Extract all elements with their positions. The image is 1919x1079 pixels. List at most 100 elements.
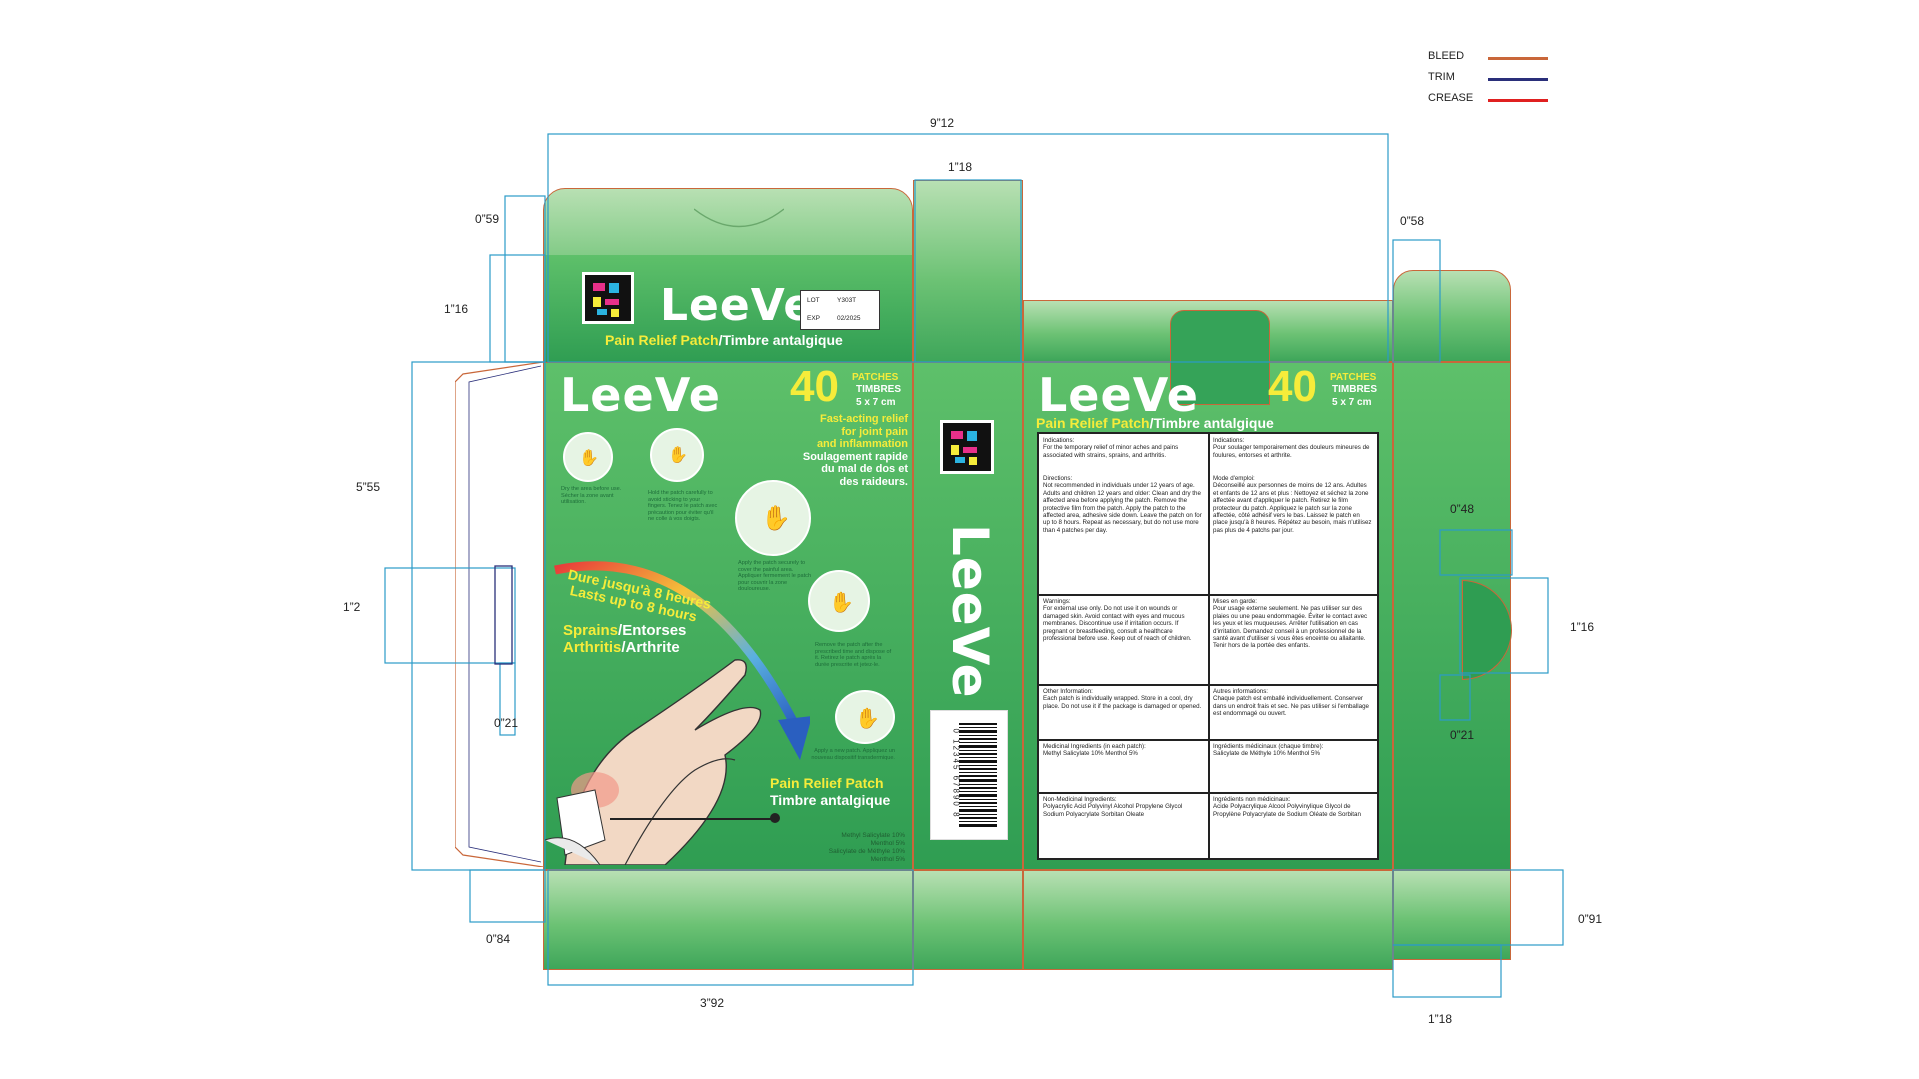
fr-block-directions: Mode d'emploi: Déconseillé aux personnes…	[1209, 472, 1377, 594]
en-directions-body: Not recommended in individuals under 12 …	[1043, 482, 1202, 534]
dim-glue-height: 1”2	[343, 600, 361, 614]
product-en-top: Pain Relief Patch	[605, 332, 719, 348]
back-size: 5 x 7 cm	[1332, 397, 1372, 408]
brand-logo-spine: LeeVe	[941, 524, 999, 699]
claim-fr-2: du mal de dos et	[821, 463, 908, 475]
en-block-warnings: Warnings: For external use only. Do not …	[1039, 595, 1208, 684]
bottom-product: Pain Relief Patch Timbre antalgique	[770, 775, 890, 809]
hand-icon-2: ✋	[668, 447, 688, 464]
uses: Sprains/Entorses Arthritis/Arthrite	[563, 622, 687, 656]
claim-en-1: Fast-acting relief	[819, 413, 908, 425]
dim-right-tab: 1”16	[1570, 620, 1595, 634]
legend-trim-swatch	[1488, 78, 1548, 81]
dim-bottom-right-flap: 0”91	[1578, 912, 1603, 926]
front-ingredients: Methyl Salicylate 10% Menthol 5% Salicyl…	[800, 832, 905, 864]
step-5-text: Apply a new patch. Appliquez un nouveau …	[811, 748, 895, 761]
fr-block-warnings: Mises en garde: Pour usage externe seule…	[1209, 595, 1377, 684]
right-bottom-flap	[1393, 870, 1511, 960]
spine-bottom-flap	[913, 870, 1023, 970]
brand-logo-top: LeeVe	[660, 280, 815, 331]
barcode: 0 12345 67890 8	[930, 710, 1008, 840]
bottom-product-en: Pain Relief Patch	[770, 775, 884, 791]
step-2-text: Hold the patch carefully to avoid sticki…	[648, 490, 718, 523]
front-ing-3: Salicylate de Méthyle 10%	[828, 848, 905, 855]
hands-illustration	[545, 659, 762, 865]
separator-top: /	[718, 332, 723, 348]
qr-code-top	[582, 272, 634, 324]
right-top-flap	[1393, 270, 1511, 362]
en-block-other: Other Information: Each patch is individ…	[1039, 685, 1208, 739]
use1-fr: Entorses	[622, 622, 687, 639]
back-bottom-flap	[1023, 870, 1393, 970]
product-name-top: Pain Relief Patch/Timbre antalgique	[605, 332, 843, 348]
table-divider-2	[1039, 684, 1377, 686]
pointer-dot	[770, 813, 780, 823]
dim-front-height: 5”55	[356, 480, 381, 494]
fr-block-indications: Indications: Pour soulager temporairemen…	[1209, 434, 1377, 472]
exp-label: EXP	[807, 315, 821, 322]
table-divider-vertical	[1208, 434, 1210, 858]
patch-count: 40	[790, 362, 839, 411]
en-warnings-body: For external use only. Do not use it on …	[1043, 605, 1192, 643]
exp-value: 02/2025	[837, 315, 861, 322]
fr-block-other: Autres informations: Chaque patch est em…	[1209, 685, 1377, 739]
legend-trim-label: TRIM	[1428, 71, 1455, 83]
front-ing-4: Menthol 5%	[870, 856, 905, 863]
legend-bleed-label: BLEED	[1428, 50, 1465, 62]
dim-bottom-right-width: 1”18	[1428, 1012, 1453, 1026]
step-4-text: Remove the patch after the prescribed ti…	[815, 642, 892, 668]
dim-glue-offset: 0”21	[494, 716, 519, 730]
step-1-illustration: ✋	[563, 432, 613, 482]
info-table: Indications: For the temporary relief of…	[1037, 432, 1379, 860]
brand-logo-back: LeeVe	[1038, 368, 1199, 422]
thumb-notch	[694, 208, 784, 228]
step-2-illustration: ✋	[650, 428, 704, 482]
en-other-body: Each patch is individually wrapped. Stor…	[1043, 695, 1202, 710]
bottom-product-fr: Timbre antalgique	[770, 792, 891, 808]
legend-crease-label: CREASE	[1428, 92, 1474, 104]
barcode-bars	[959, 723, 997, 827]
lot-label: LOT	[807, 297, 820, 304]
fr-other-body: Chaque patch est emballé individuellemen…	[1213, 695, 1369, 718]
fr-other-title: Autres informations:	[1213, 688, 1269, 695]
claims: Fast-acting relief for joint pain and in…	[770, 413, 908, 488]
dim-side-width: 1”18	[948, 160, 973, 174]
legend-bleed-swatch	[1488, 57, 1548, 60]
hand-icon-3: ✋	[761, 505, 791, 532]
dim-right-notch: 0”48	[1450, 502, 1475, 516]
fr-warnings-body: Pour usage externe seulement. Ne pas uti…	[1213, 605, 1368, 650]
en-block-nonmedicinal: Non-Medicinal Ingredients: Polyacrylic A…	[1039, 793, 1208, 859]
front-bottom-flap	[543, 870, 913, 970]
dim-bottom-flap: 0”84	[486, 932, 511, 946]
back-patch-count: 40	[1268, 362, 1317, 411]
glue-flap	[454, 361, 545, 868]
dim-right-top-flap: 0”58	[1400, 214, 1425, 228]
hand-icon-1: ✋	[579, 450, 599, 467]
fr-medicinal-title: Ingrédients médicinaux (chaque timbre):	[1213, 743, 1324, 750]
legend: BLEED TRIM CREASE	[1428, 50, 1568, 110]
lot-value: Y303T	[837, 297, 857, 304]
en-medicinal-body: Methyl Salicylate 10% Menthol 5%	[1043, 750, 1138, 758]
separator-back: /	[1149, 415, 1154, 431]
glue-flap-outline	[454, 361, 544, 868]
patch-count-fr: TIMBRES	[856, 384, 901, 395]
claim-fr-1: Soulagement rapide	[802, 450, 908, 463]
en-directions-title: Directions:	[1043, 475, 1073, 482]
dim-top-tuck: 1”16	[444, 302, 469, 316]
en-block-medicinal: Medicinal Ingredients (in each patch): M…	[1039, 740, 1208, 792]
fr-indications-body: Pour soulager temporairement des douleur…	[1213, 444, 1370, 459]
back-count-fr: TIMBRES	[1332, 384, 1377, 395]
en-indications-body: For the temporary relief of minor aches …	[1043, 444, 1179, 459]
product-fr-back: Timbre antalgique	[1153, 415, 1274, 431]
table-divider-3	[1039, 739, 1377, 741]
patch-size: 5 x 7 cm	[856, 397, 896, 408]
front-ing-2: Menthol 5%	[870, 840, 905, 847]
duration-arc-arrow	[554, 561, 810, 760]
dim-total-width: 9”12	[930, 116, 955, 130]
fr-block-medicinal: Ingrédients médicinaux (chaque timbre): …	[1209, 740, 1377, 792]
dim-right-notch-lower: 0”21	[1450, 728, 1475, 742]
fr-nonmedicinal-title: Ingrédients non médicinaux:	[1213, 796, 1291, 803]
en-medicinal-title: Medicinal Ingredients (in each patch):	[1043, 743, 1146, 750]
use2-en: Arthritis	[563, 639, 622, 656]
qr-code-spine	[940, 420, 994, 474]
